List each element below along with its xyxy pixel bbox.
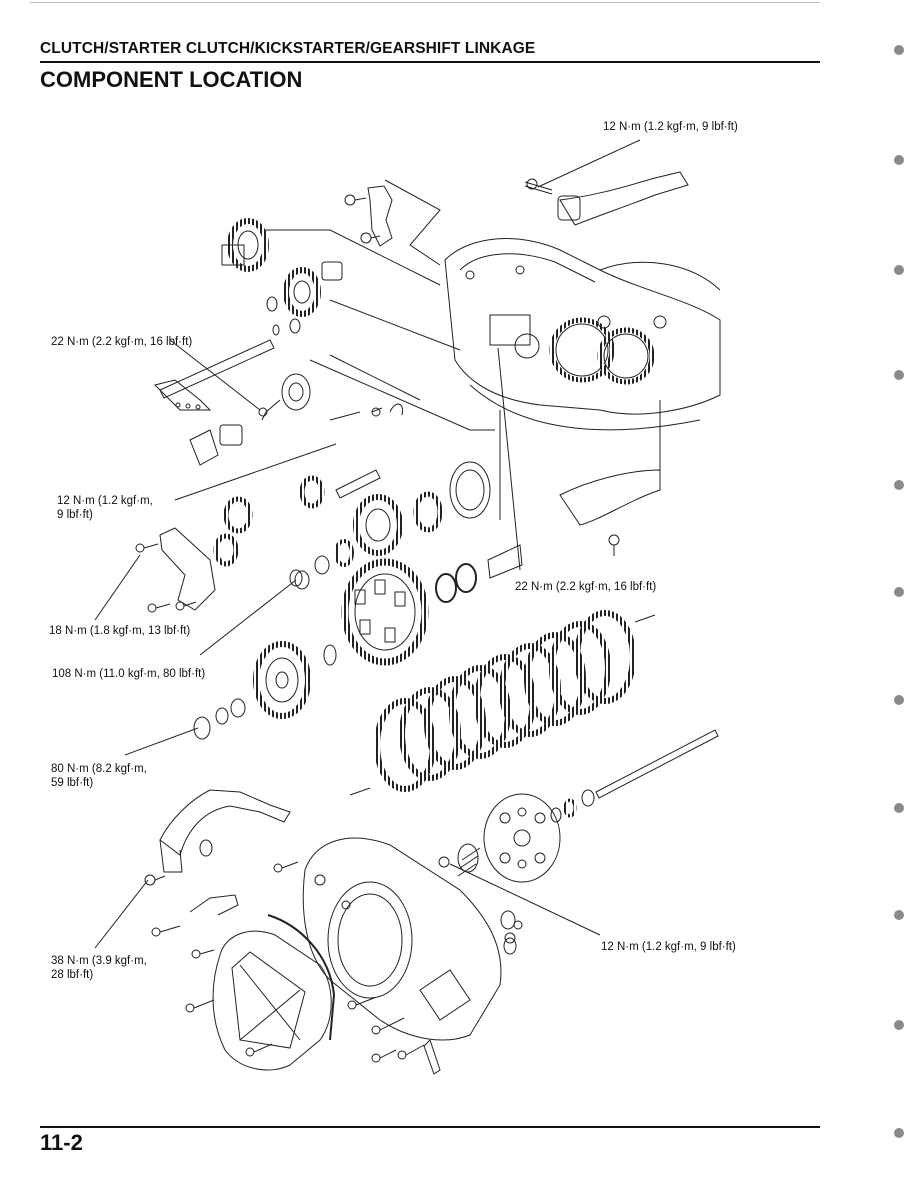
binder-hole xyxy=(894,370,904,380)
leader-lines xyxy=(94,139,641,949)
binder-hole xyxy=(894,910,904,920)
shift-gears xyxy=(221,218,461,351)
page-number: 11-2 xyxy=(40,1130,83,1155)
binder-hole xyxy=(894,1128,904,1138)
binder-hole xyxy=(894,265,904,275)
footer-rule xyxy=(40,1126,820,1128)
section-title: CLUTCH/STARTER CLUTCH/KICKSTARTER/GEARSH… xyxy=(40,40,536,57)
kickstarter-arm xyxy=(144,789,291,886)
binder-hole xyxy=(894,1020,904,1030)
stopper-bracket xyxy=(344,179,441,266)
torque-callout-kickstarter-bolt: 18 N·m (1.8 kgf·m, 13 lbf·ft) xyxy=(49,625,191,637)
torque-callout-clutch-spring-bolt: 12 N·m (1.2 kgf·m, 9 lbf·ft) xyxy=(601,941,736,953)
cover-bolts xyxy=(151,534,620,1075)
binder-hole xyxy=(894,45,904,55)
binder-hole xyxy=(894,695,904,705)
torque-callout-kick-pedal-bolt: 12 N·m (1.2 kgf·m, 9 lbf·ft) xyxy=(603,121,738,133)
torque-callout-stopper-arm-bolt: 12 N·m (1.2 kgf·m, 9 lbf·ft) xyxy=(57,495,153,521)
top-border-rule xyxy=(30,2,820,3)
torque-callout-drive-gear-nut: 80 N·m (8.2 kgf·m, 59 lbf·ft) xyxy=(51,763,147,789)
binder-hole xyxy=(894,587,904,597)
binder-hole xyxy=(894,480,904,490)
clutch-center xyxy=(193,570,337,740)
torque-callout-clutch-center-nut: 108 N·m (11.0 kgf·m, 80 lbf·ft) xyxy=(52,668,206,680)
clutch-plates xyxy=(349,610,656,796)
binder-hole xyxy=(894,155,904,165)
binder-hole xyxy=(894,803,904,813)
clutch-outer xyxy=(341,558,429,666)
clutch-cover xyxy=(212,914,336,1071)
torque-callout-shift-drum-center: 22 N·m (2.2 kgf·m, 16 lbf·ft) xyxy=(51,336,193,348)
kickstarter-bracket xyxy=(135,496,253,613)
header-rule xyxy=(40,61,820,63)
crankcase xyxy=(444,238,721,431)
torque-callout-primary-drive-nut: 22 N·m (2.2 kgf·m, 16 lbf·ft) xyxy=(515,581,657,593)
page-title: COMPONENT LOCATION xyxy=(40,67,303,92)
guard-plate xyxy=(559,400,661,526)
kickstarter-pedal xyxy=(524,171,689,226)
gearshift-spindle xyxy=(154,339,495,466)
right-crankcase-cover xyxy=(302,837,523,1041)
kickstarter-gears xyxy=(289,410,523,603)
pressure-plate xyxy=(438,729,719,883)
torque-callout-right-cover-bolt: 38 N·m (3.9 kgf·m, 28 lbf·ft) xyxy=(51,955,147,981)
